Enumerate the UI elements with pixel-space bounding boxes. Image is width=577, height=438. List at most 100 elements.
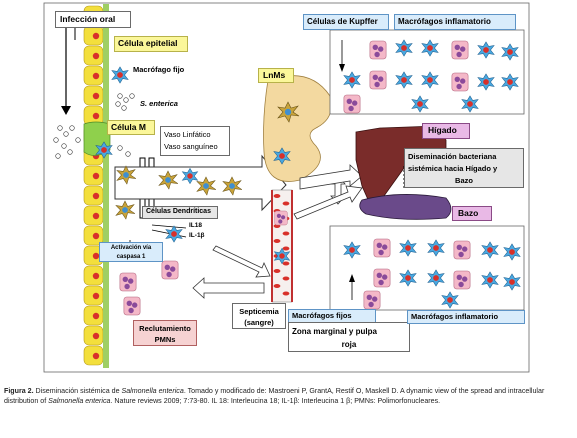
bacterium [63, 131, 69, 137]
red-blood-cell [282, 261, 290, 266]
caption-text-3: . Nature reviews 2009; 7:73-80. IL 18: I… [110, 396, 441, 405]
epithelial-nucleus [92, 272, 100, 280]
epithelial-nucleus [92, 192, 100, 200]
bacterium [55, 153, 61, 159]
dissemination-line-3: Bazo [455, 176, 473, 185]
inflammatory-cell [453, 240, 471, 260]
marginal-zone-line-1: Zona marginal y pulpa [292, 327, 377, 336]
lnms-label: LnMs [258, 68, 294, 83]
epithelial-cell-label: Célula epitelial [114, 36, 188, 52]
bacterium [53, 137, 59, 143]
il18-label: IL18 [189, 222, 203, 229]
red-blood-cell [282, 291, 290, 296]
dissemination-label: Diseminación bacteriana sistémica hacia … [404, 148, 524, 188]
inflammatory-cell [343, 94, 361, 114]
caspase-activation-line-2: caspasa 1 [116, 254, 146, 260]
epithelial-nucleus [92, 32, 100, 40]
marginal-zone-line-2: roja [341, 340, 357, 349]
inflammatory-cell [363, 290, 381, 310]
inflammatory-macrophages-bottom-label: Macrófagos inflamatorio [407, 310, 525, 324]
inflammatory-macrophages-top-label: Macrófagos inflamatorio [394, 14, 516, 30]
node-to-organs-arrow [299, 164, 363, 190]
epithelial-nucleus [92, 212, 100, 220]
epithelial-nucleus [92, 352, 100, 360]
bacterium [117, 145, 123, 151]
marginal-zone-label: Zona marginal y pulpa roja [288, 322, 410, 352]
oral-infection-label: Infección oral [55, 11, 131, 28]
inflammatory-cell [451, 72, 469, 92]
epithelial-layer [83, 5, 104, 366]
bacterium [117, 93, 123, 99]
red-blood-cell [282, 201, 290, 206]
red-blood-cell [273, 239, 281, 243]
pmn-cell [123, 296, 141, 316]
caption-italic-1: Salmonella enterica [121, 387, 184, 395]
red-blood-cell [273, 284, 281, 288]
caption-italic-2: Salmonella enterica [48, 396, 111, 405]
red-blood-cell [282, 231, 290, 236]
blood-vessel-label: Vaso sanguíneo [164, 142, 218, 151]
bacterium [123, 97, 129, 103]
pmn-cell [161, 260, 179, 280]
epithelial-nucleus [92, 332, 100, 340]
il1b-label: IL-1β [189, 232, 205, 239]
epithelial-nucleus [92, 232, 100, 240]
caption-text-1: Diseminación sistémica de [33, 387, 122, 395]
s-enterica-label: S. enterica [140, 99, 178, 108]
pmn-cell [119, 272, 137, 292]
inflammatory-cell [369, 40, 387, 60]
inflammatory-cell [451, 40, 469, 60]
figure-caption: Figura 2. Diseminación sistémica de Salm… [4, 387, 573, 406]
basement-membrane [103, 4, 109, 368]
blood-pmn [274, 210, 288, 226]
caption-label: Figura 2. [4, 387, 34, 395]
lymphatic-vessel-label: Vaso Linfático [164, 130, 211, 139]
bacterium [125, 151, 131, 157]
vessels-label: Vaso Linfático Vaso sanguíneo [160, 126, 230, 156]
red-blood-cell [282, 276, 290, 281]
spleen-shape [359, 194, 452, 220]
dissemination-line-2: sistémica hacia Hígado y [408, 164, 498, 173]
inflammatory-cell [373, 268, 391, 288]
spleen-panel [329, 225, 525, 311]
epithelial-nucleus [92, 92, 100, 100]
kupffer-label: Células de Kupffer [303, 14, 389, 30]
red-blood-cell [273, 269, 281, 273]
bacterium [75, 137, 81, 143]
epithelial-nucleus [92, 312, 100, 320]
liver-label: Hígado [422, 123, 470, 139]
dc-to-blood-arrow [212, 245, 271, 278]
inflammatory-cell [369, 70, 387, 90]
fixed-macrophages-label: Macrófagos fijos [288, 309, 376, 323]
epithelial-nucleus [92, 112, 100, 120]
epithelial-nucleus [92, 252, 100, 260]
red-blood-cell [282, 246, 290, 251]
pmn-recruitment-line-2: PMNs [154, 335, 176, 344]
epithelial-nucleus [92, 292, 100, 300]
caption-text-2: . Tomado y modificado de: Mastroeni P, G… [4, 387, 545, 405]
inflammatory-cell [373, 238, 391, 258]
fixed-macrophage-label: Macrófago fijo [133, 65, 185, 74]
bacterium [121, 105, 127, 111]
caspase-activation-label: Activación vía caspasa 1 [99, 242, 163, 262]
pmn-arrow [192, 277, 265, 299]
epithelial-nucleus [92, 172, 100, 180]
m-cell-label: Célula M [107, 120, 155, 135]
bacterium [115, 101, 121, 107]
spleen-label: Bazo [452, 206, 492, 221]
caspase-activation-line-1: Activación vía [110, 245, 152, 251]
septicemia-label: Septicemia (sangre) [232, 303, 286, 329]
bacterium [61, 143, 67, 149]
bacterium [69, 125, 75, 131]
bacterium [67, 149, 73, 155]
bacterium [129, 93, 135, 99]
red-blood-cell [273, 194, 281, 198]
septicemia-line-1: Septicemia [239, 307, 279, 316]
septicemia-line-2: (sangre) [244, 318, 274, 327]
epithelial-nucleus [92, 72, 100, 80]
pmn-recruitment-label: Reclutamiento PMNs [133, 320, 197, 346]
bacterium [57, 125, 63, 131]
epithelial-nucleus [92, 52, 100, 60]
dissemination-line-1: Diseminación bacteriana [408, 152, 497, 161]
